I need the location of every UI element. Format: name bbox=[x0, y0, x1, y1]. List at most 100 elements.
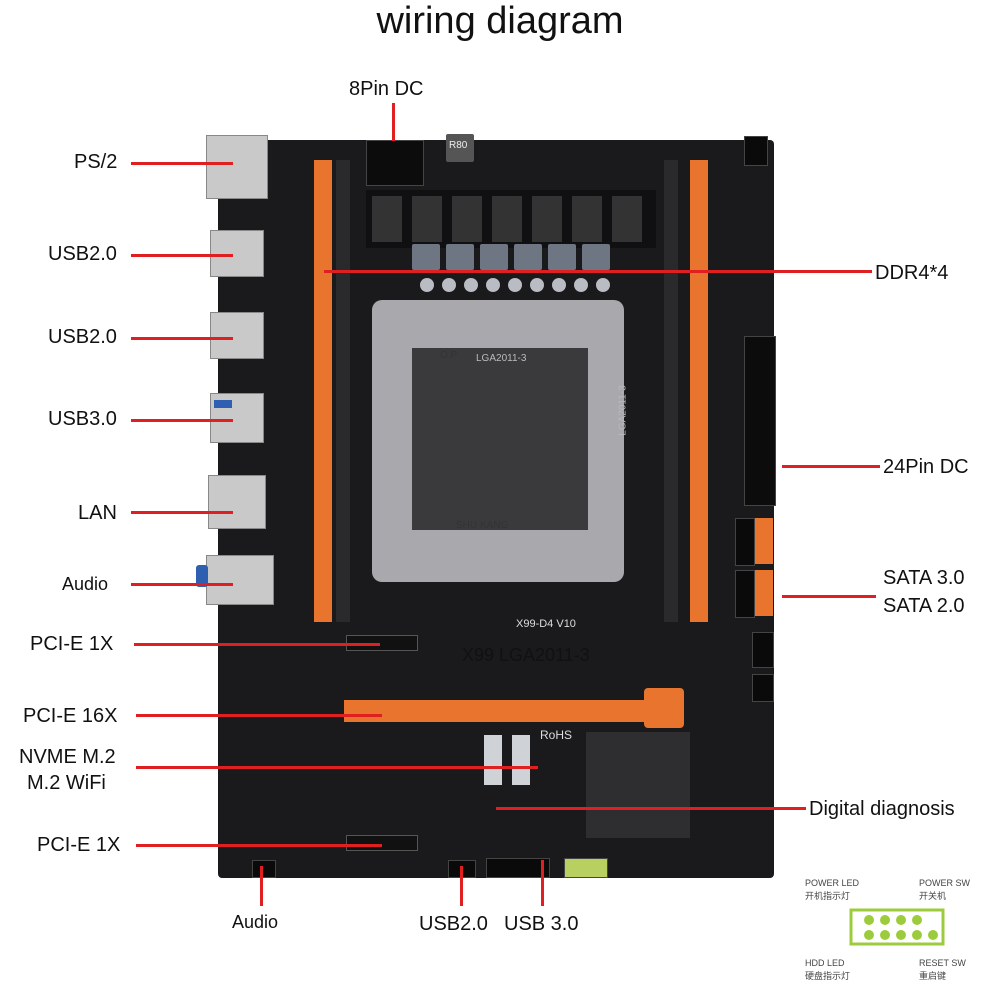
ram-slot-3 bbox=[664, 160, 678, 622]
label-pcie1-top: PCI-E 1X bbox=[30, 633, 114, 655]
line-digital bbox=[496, 807, 806, 810]
sata-port-4 bbox=[735, 570, 755, 618]
line-usb2-a bbox=[131, 254, 233, 257]
ram-slot-4 bbox=[690, 160, 708, 622]
socket-label: LGA2011-3 bbox=[476, 353, 527, 364]
label-24pin: 24Pin DC bbox=[883, 456, 969, 478]
panel-reset-sw-cn: 重启键 bbox=[919, 971, 947, 981]
heatsink-fin bbox=[532, 196, 562, 242]
label-sata2: SATA 2.0 bbox=[883, 595, 965, 617]
inductor-r80 bbox=[446, 134, 474, 162]
line-24pin bbox=[782, 465, 880, 468]
diagram-title: wiring diagram bbox=[376, 0, 624, 42]
line-usb3-bottom bbox=[541, 860, 544, 906]
m2-nvme-slot bbox=[484, 735, 502, 785]
capacitor bbox=[530, 278, 544, 292]
heatsink-fin bbox=[372, 196, 402, 242]
pcie-1x-slot-bottom bbox=[346, 835, 418, 851]
socket-side-label: LGA2011-3 bbox=[617, 385, 629, 436]
label-audio-left: Audio bbox=[62, 574, 109, 594]
ps2-port bbox=[206, 135, 268, 199]
pcie-16x-slot bbox=[344, 700, 644, 722]
capacitor bbox=[508, 278, 522, 292]
panel-power-led-cn: 开机指示灯 bbox=[805, 891, 851, 901]
panel-power-sw-cn: 开关机 bbox=[919, 891, 947, 901]
inductor bbox=[412, 244, 440, 270]
label-usb3: USB3.0 bbox=[48, 408, 117, 430]
capacitor bbox=[464, 278, 478, 292]
line-nvme bbox=[136, 766, 538, 769]
panel-reset-sw: RESET SW bbox=[919, 958, 966, 968]
line-lan bbox=[131, 511, 233, 514]
fan-header-top bbox=[744, 136, 768, 166]
inductor bbox=[446, 244, 474, 270]
label-pcie16: PCI-E 16X bbox=[23, 705, 118, 727]
label-usb3-bottom: USB 3.0 bbox=[504, 913, 579, 935]
label-ps2: PS/2 bbox=[74, 151, 118, 173]
label-usb2-bottom: USB2.0 bbox=[419, 913, 488, 935]
24pin-connector bbox=[744, 336, 776, 506]
panel-power-sw: POWER SW bbox=[919, 878, 970, 888]
chipset-heatsink bbox=[586, 732, 690, 838]
label-usb2-b: USB2.0 bbox=[48, 326, 117, 348]
line-usb3 bbox=[131, 419, 233, 422]
rohs-mark: RoHS bbox=[540, 728, 573, 742]
label-sata3: SATA 3.0 bbox=[883, 567, 965, 589]
sata-port-3 bbox=[755, 570, 773, 616]
inductor bbox=[514, 244, 542, 270]
label-nvme: NVME M.2 bbox=[19, 746, 116, 768]
socket-brand: SHU KANG bbox=[456, 520, 509, 531]
capacitor bbox=[420, 278, 434, 292]
label-ddr4: DDR4*4 bbox=[875, 262, 949, 284]
capacitor bbox=[442, 278, 456, 292]
capacitor bbox=[574, 278, 588, 292]
capacitor bbox=[486, 278, 500, 292]
line-sata bbox=[782, 595, 876, 598]
heatsink-fin bbox=[452, 196, 482, 242]
label-lan: LAN bbox=[78, 502, 117, 524]
sata-port-2 bbox=[735, 518, 755, 566]
line-pcie16 bbox=[136, 714, 382, 717]
fan-header-1 bbox=[752, 632, 774, 668]
heatsink-fin bbox=[572, 196, 602, 242]
pcie-16x-latch bbox=[644, 688, 684, 728]
label-8pin: 8Pin DC bbox=[349, 78, 424, 100]
heatsink-fin bbox=[412, 196, 442, 242]
capacitor bbox=[552, 278, 566, 292]
panel-hdd-led-cn: 硬盘指示灯 bbox=[805, 971, 851, 981]
cpu-socket-cover bbox=[412, 348, 588, 530]
panel-pin-diagram bbox=[849, 908, 945, 946]
inductor bbox=[582, 244, 610, 270]
usb3-port bbox=[210, 393, 264, 443]
socket-op-mark: O.P bbox=[440, 350, 458, 361]
capacitor bbox=[596, 278, 610, 292]
label-wifi: M.2 WiFi bbox=[27, 772, 106, 794]
sata-port-1 bbox=[755, 518, 773, 564]
usb3-header bbox=[486, 858, 550, 878]
fan-header-2 bbox=[752, 674, 774, 702]
lan-port bbox=[208, 475, 266, 529]
line-ps2 bbox=[131, 162, 233, 165]
heatsink-fin bbox=[492, 196, 522, 242]
label-audio-bottom: Audio bbox=[232, 912, 279, 932]
usb3-blue-tongue bbox=[214, 400, 232, 408]
inductor bbox=[548, 244, 576, 270]
usb2-port-2 bbox=[210, 312, 264, 359]
line-pcie1-top bbox=[134, 643, 380, 646]
audio-header bbox=[252, 860, 276, 878]
line-usb2-b bbox=[131, 337, 233, 340]
line-usb2-bottom bbox=[460, 866, 463, 906]
front-panel-header bbox=[564, 858, 608, 878]
ram-slot-2 bbox=[336, 160, 350, 622]
line-audio-left bbox=[131, 583, 233, 586]
audio-jack-blue bbox=[196, 565, 208, 587]
label-digital: Digital diagnosis bbox=[809, 798, 955, 820]
line-ddr4 bbox=[324, 270, 872, 273]
label-usb2-a: USB2.0 bbox=[48, 243, 117, 265]
panel-hdd-led: HDD LED bbox=[805, 958, 845, 968]
label-pcie1-bottom: PCI-E 1X bbox=[37, 834, 121, 856]
inductor bbox=[480, 244, 508, 270]
line-pcie1-bottom bbox=[136, 844, 382, 847]
8pin-connector bbox=[366, 140, 424, 186]
line-8pin bbox=[392, 103, 395, 141]
